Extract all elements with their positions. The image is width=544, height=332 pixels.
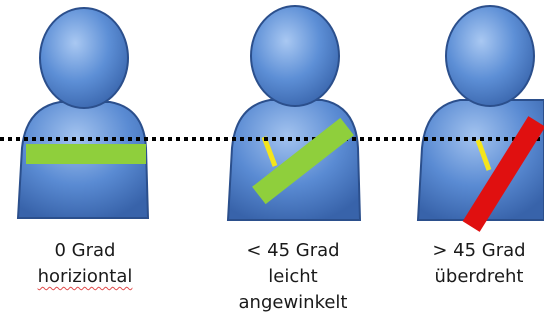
figure-1-angle-label: < 45 Grad: [246, 240, 340, 261]
figure-0-head: [39, 7, 129, 109]
figure-2-label: > 45 Grad überdreht: [404, 238, 544, 290]
figure-1-desc-label-2: angewinkelt: [238, 292, 348, 313]
figure-2: [416, 5, 544, 221]
figure-2-angle-label: > 45 Grad: [432, 240, 526, 261]
figure-0: [16, 7, 150, 219]
figure-1-desc-label: leicht: [268, 266, 318, 287]
figure-1: [226, 5, 362, 221]
figure-2-marker: [475, 139, 492, 171]
figure-0-angle-label: 0 Grad: [54, 240, 116, 261]
figure-2-desc-label: überdreht: [434, 266, 524, 287]
figure-1-head: [250, 5, 340, 107]
figure-1-strap: [252, 117, 354, 205]
figure-1-label: < 45 Grad leicht angewinkelt: [218, 238, 368, 316]
figure-0-strap: [26, 144, 146, 164]
figure-0-label: 0 Grad horiziontal: [10, 238, 160, 290]
figure-0-desc-label: horiziontal: [37, 266, 133, 287]
figure-1-marker: [261, 136, 278, 167]
figure-2-head: [445, 5, 535, 107]
figure-2-strap: [462, 116, 544, 232]
